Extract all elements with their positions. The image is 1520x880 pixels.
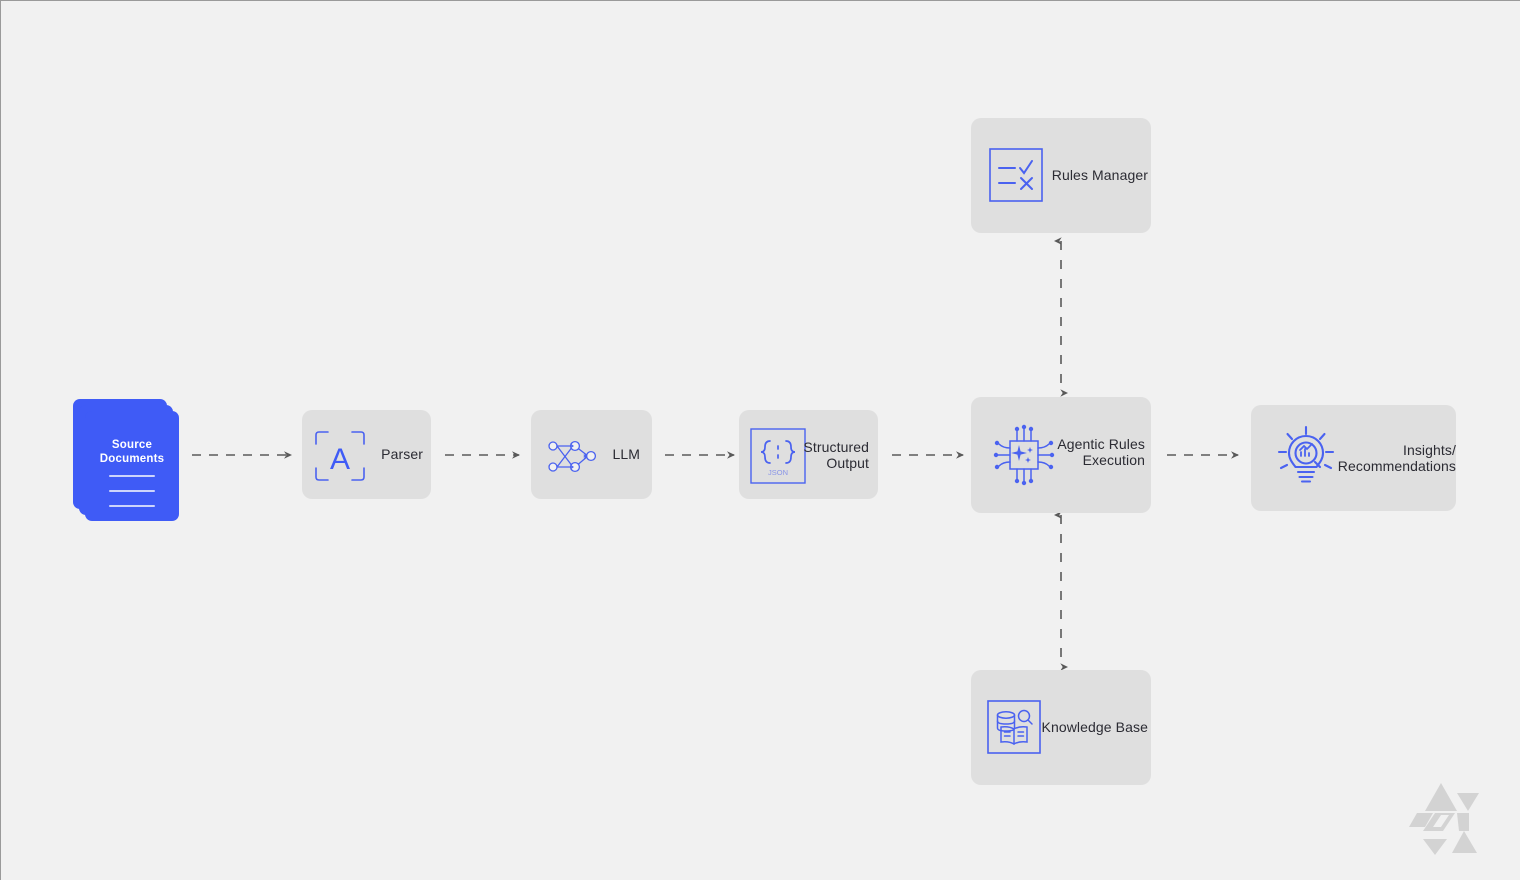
document-text-line	[109, 475, 155, 477]
node-llm[interactable]: LLM	[531, 410, 652, 499]
database-book-icon	[987, 700, 1041, 754]
node-parser[interactable]: A Parser	[302, 410, 431, 499]
json-icon-caption: JSON	[768, 468, 788, 477]
node-agentic-rules-execution-label: Agentic Rules Execution	[1057, 436, 1145, 468]
cpu-sparkle-icon	[987, 418, 1061, 492]
node-insights-recommendations-label: Insights/ Recommendations	[1337, 442, 1456, 474]
source-documents-title: Source Documents	[99, 439, 165, 465]
document-text-line	[109, 490, 155, 492]
json-braces-icon: JSON	[750, 428, 806, 484]
node-knowledge-base-label: Knowledge Base	[1041, 719, 1148, 735]
lightbulb-chart-icon	[1271, 423, 1341, 493]
triangles-logo-watermark	[1397, 773, 1485, 861]
node-agentic-rules-execution[interactable]: Agentic Rules Execution	[971, 397, 1151, 513]
source-documents-stack[interactable]: Source Documents	[73, 399, 179, 521]
node-structured-output[interactable]: JSON Structured Output	[739, 410, 878, 499]
node-rules-manager-label: Rules Manager	[1051, 167, 1148, 183]
svg-text:A: A	[330, 443, 350, 476]
checklist-check-x-icon	[989, 148, 1043, 202]
node-insights-recommendations[interactable]: Insights/ Recommendations	[1251, 405, 1456, 511]
neural-network-icon	[543, 430, 601, 482]
node-structured-output-label: Structured Output	[803, 439, 869, 471]
document-text-line	[109, 505, 155, 507]
node-knowledge-base[interactable]: Knowledge Base	[971, 670, 1151, 785]
node-rules-manager[interactable]: Rules Manager	[971, 118, 1151, 233]
node-llm-label: LLM	[612, 446, 640, 462]
scan-letter-a-icon: A	[314, 430, 366, 482]
document-card-front: Source Documents	[85, 411, 179, 521]
node-parser-label: Parser	[381, 446, 423, 462]
